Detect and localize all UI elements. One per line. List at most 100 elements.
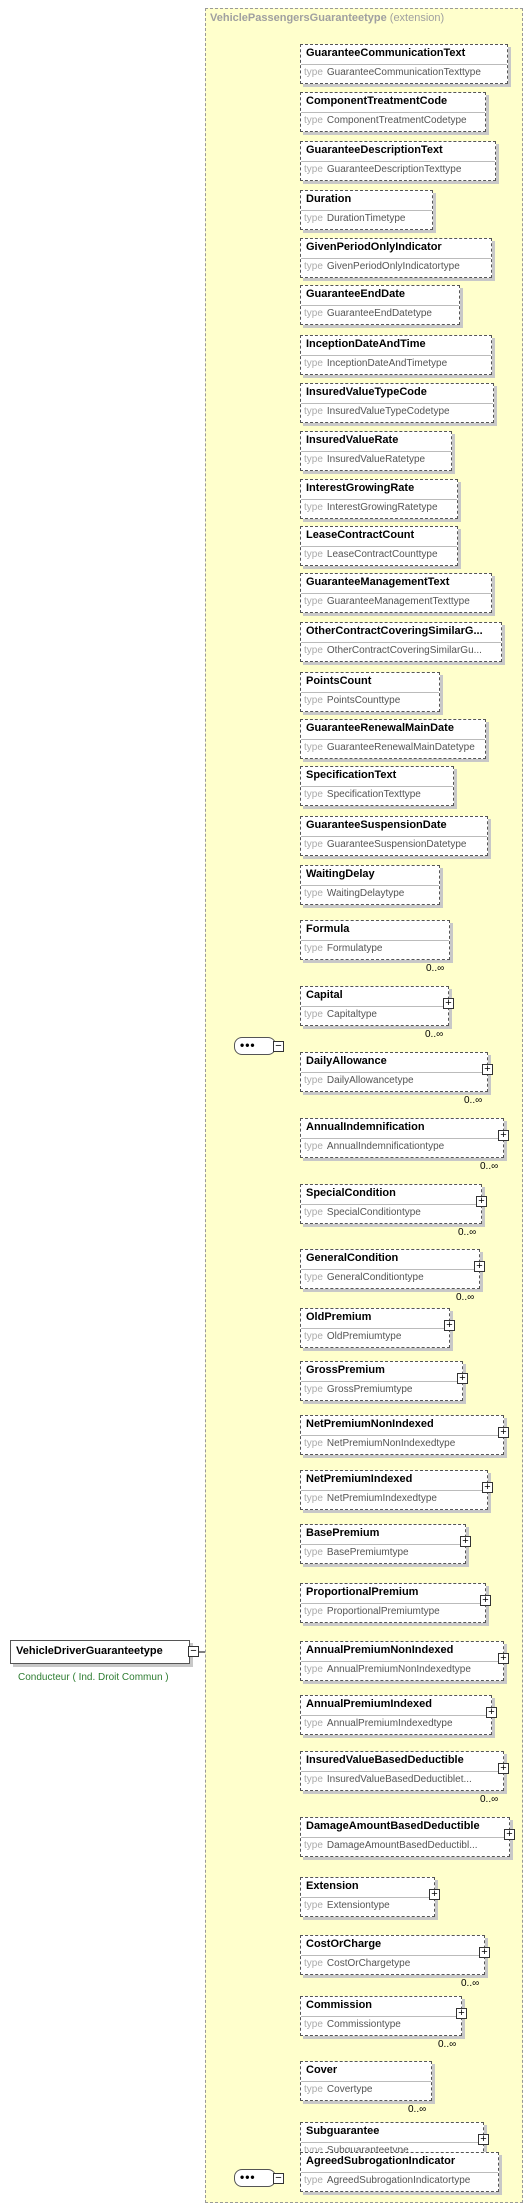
type-value: CostOrChargetype — [326, 1958, 411, 1969]
element-name: InsuredValueBasedDeductible — [306, 1754, 464, 1766]
element-name: WaitingDelay — [306, 868, 375, 880]
expand-icon[interactable]: + — [444, 1320, 455, 1331]
expand-icon[interactable]: + — [429, 1889, 440, 1900]
type-keyword: type — [304, 888, 323, 899]
expand-icon[interactable]: + — [479, 1947, 490, 1958]
expand-icon[interactable]: + — [474, 1261, 485, 1272]
type-value: GrossPremiumtype — [326, 1384, 413, 1395]
type-value: SpecialConditiontype — [326, 1207, 421, 1218]
type-value: InterestGrowingRatetype — [326, 502, 438, 513]
type-keyword: type — [304, 1664, 323, 1675]
expand-icon[interactable]: + — [498, 1653, 509, 1664]
expand-icon[interactable]: + — [478, 2134, 489, 2145]
cardinality-label: 0..∞ — [458, 1227, 477, 1238]
element-name: GuaranteeRenewalMainDate — [306, 722, 454, 734]
expand-icon[interactable]: + — [460, 1536, 471, 1547]
expand-icon[interactable]: + — [482, 1064, 493, 1075]
collapse-icon[interactable]: − — [273, 2173, 284, 2184]
collapse-icon[interactable]: − — [273, 1041, 284, 1052]
root-element[interactable]: VehicleDriverGuaranteetype − — [10, 1640, 199, 1667]
element-divider — [301, 1269, 479, 1270]
element-divider — [301, 940, 449, 941]
type-value: GuaranteeCommunicationTexttype — [326, 67, 481, 78]
type-value: InsuredValueTypeCodetype — [326, 406, 450, 417]
type-value: InsuredValueRatetype — [326, 454, 426, 465]
element-divider — [301, 1897, 434, 1898]
collapse-icon[interactable]: − — [188, 1646, 199, 1657]
expand-icon[interactable]: + — [498, 1763, 509, 1774]
expand-icon[interactable]: + — [456, 2008, 467, 2019]
element-name: Commission — [306, 1999, 373, 2011]
expand-icon[interactable]: + — [482, 1482, 493, 1493]
cardinality-label: 0..∞ — [425, 1029, 444, 1040]
expand-icon[interactable]: + — [457, 1373, 468, 1384]
type-keyword: type — [304, 454, 323, 465]
element-divider — [301, 2081, 431, 2082]
expand-icon[interactable]: + — [498, 1427, 509, 1438]
root-documentation: Conducteur ( Ind. Droit Commun ) — [18, 1672, 169, 1683]
sequence-compositor[interactable]: ••• − — [234, 2169, 284, 2187]
type-keyword: type — [304, 1207, 323, 1218]
element-divider — [301, 1138, 503, 1139]
expand-icon[interactable]: + — [443, 998, 454, 1009]
expand-icon[interactable]: + — [486, 1707, 497, 1718]
expand-icon[interactable]: + — [504, 1829, 515, 1840]
expand-icon[interactable]: + — [480, 1595, 491, 1606]
expand-icon[interactable]: + — [476, 1196, 487, 1207]
type-keyword: type — [304, 1075, 323, 1086]
type-keyword: type — [304, 1900, 323, 1911]
element-divider — [301, 1603, 485, 1604]
element-divider — [301, 210, 432, 211]
element-divider — [301, 1715, 491, 1716]
expand-icon[interactable]: + — [498, 1130, 509, 1141]
element-divider — [301, 2142, 483, 2143]
sequence-compositor[interactable]: ••• − — [234, 1037, 284, 1055]
